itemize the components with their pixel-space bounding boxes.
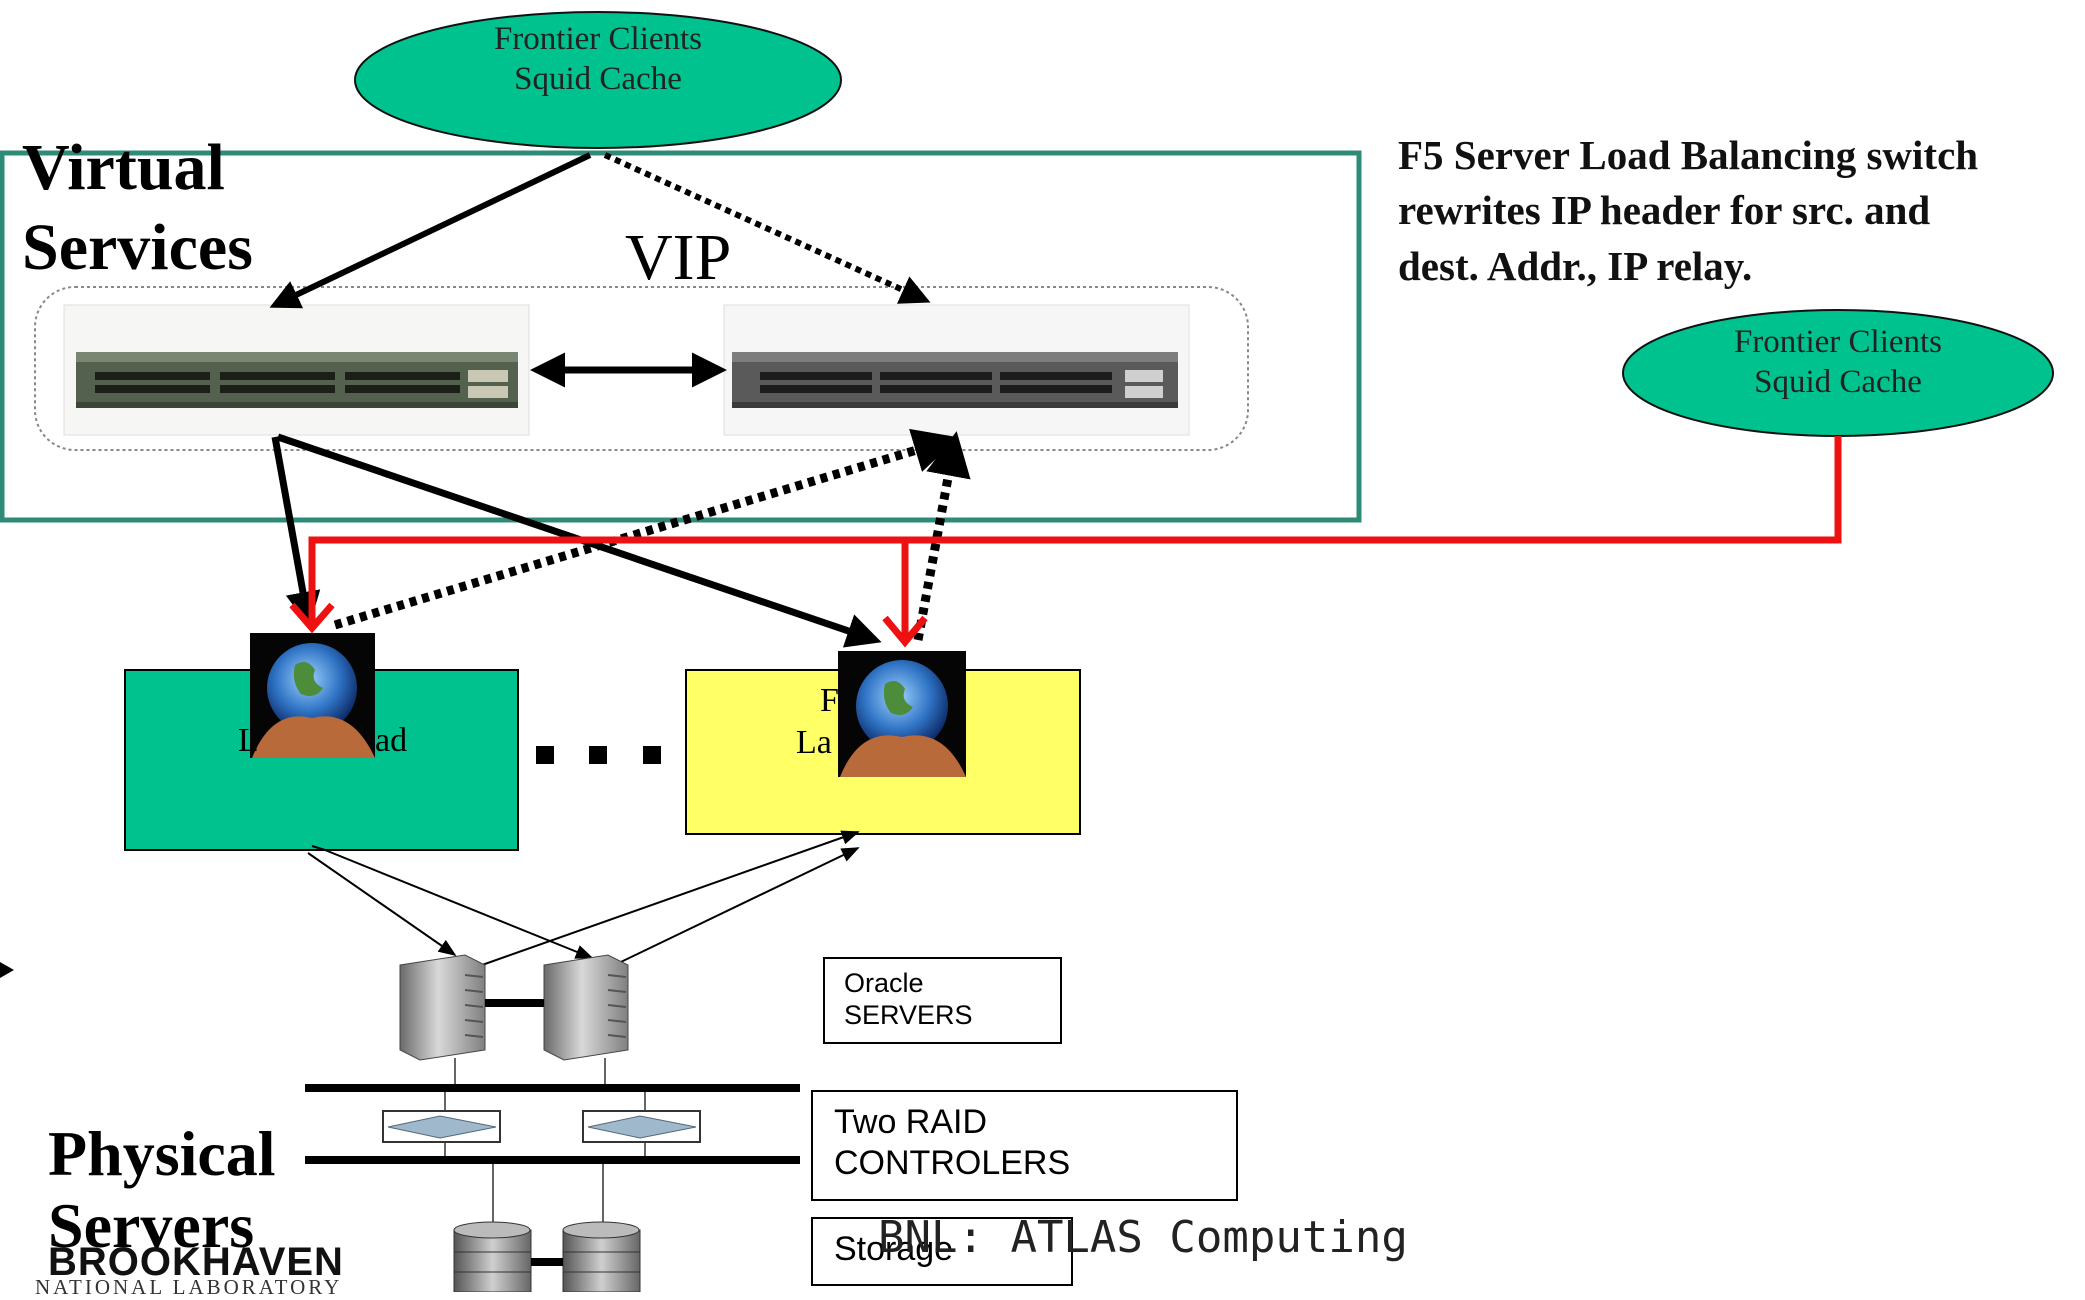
switch-to-server-arrow bbox=[271, 436, 321, 627]
yellow-box-text-left: La bbox=[796, 724, 832, 761]
physical-servers-title: Physical Servers bbox=[48, 1122, 276, 1258]
disk-storage-icon bbox=[562, 1221, 641, 1292]
f5-note-line2: rewrites IP header for src. and bbox=[1398, 187, 1931, 234]
oracle-label: Oracle SERVERS bbox=[844, 967, 973, 1032]
storage-label: Storage bbox=[834, 1230, 954, 1268]
disk-storage-icon bbox=[453, 1221, 532, 1292]
top-client-label: Frontier Clients Squid Cache bbox=[398, 20, 798, 99]
left-edge-arrow-icon bbox=[0, 962, 14, 978]
virtual-services-frame bbox=[0, 150, 1362, 523]
client-to-switch-arrow bbox=[269, 152, 592, 309]
top-client-line2: Squid Cache bbox=[514, 60, 682, 97]
yellow-box-text-top: F bbox=[820, 682, 839, 719]
server-to-switch-dotted-arrow bbox=[333, 428, 959, 630]
footer-title: BNL: ATLAS Computing bbox=[878, 1212, 1408, 1263]
green-box-text-right: ad bbox=[375, 722, 408, 759]
brookhaven-logo: BROOKHAVEN bbox=[48, 1240, 344, 1284]
right-client-label: Frontier Clients Squid Cache bbox=[1638, 323, 2038, 402]
right-client-line1: Frontier Clients bbox=[1733, 324, 1943, 360]
globe-in-hands-icon bbox=[838, 651, 966, 777]
raid-label-line2: CONTROLERS bbox=[834, 1143, 1071, 1182]
network-switch-icon bbox=[63, 304, 530, 436]
database-server-icon bbox=[543, 954, 629, 1061]
physical-servers-line2: Servers bbox=[48, 1190, 255, 1261]
server-to-db-arrow bbox=[307, 852, 457, 957]
brookhaven-logo-subtitle: NATIONAL LABORATORY bbox=[35, 1275, 343, 1299]
oracle-label-line1: Oracle bbox=[844, 968, 924, 998]
raid-label-line1: Two RAID bbox=[834, 1103, 988, 1141]
db-to-server-arrow bbox=[599, 847, 860, 973]
globe-in-hands-icon bbox=[250, 633, 375, 758]
db-to-server-arrow bbox=[467, 830, 860, 971]
raid-label-box bbox=[811, 1090, 1238, 1201]
right-client-line2: Squid Cache bbox=[1754, 363, 1922, 400]
database-server-icon bbox=[399, 954, 486, 1061]
f5-note-line3: dest. Addr., IP relay. bbox=[1398, 242, 1753, 289]
virtual-services-line1: Virtual bbox=[22, 131, 225, 204]
f5-note-line1: F5 Server Load Balancing switch bbox=[1398, 132, 1979, 178]
green-box-text-left: L bbox=[238, 722, 259, 759]
raid-controller-icon bbox=[382, 1110, 501, 1143]
oracle-label-box bbox=[823, 957, 1062, 1044]
server-to-db-arrow bbox=[324, 849, 594, 959]
top-client-line1: Frontier Clients bbox=[493, 21, 703, 57]
vip-group-outline bbox=[34, 286, 1249, 451]
more-servers-ellipsis bbox=[536, 746, 661, 764]
virtual-services-line2: Services bbox=[22, 211, 253, 284]
client-to-switch-backup-arrow bbox=[603, 152, 931, 304]
physical-servers-line1: Physical bbox=[48, 1118, 276, 1189]
f5-description: F5 Server Load Balancing switch rewrites… bbox=[1398, 128, 2078, 294]
vip-label: VIP bbox=[625, 221, 732, 294]
network-switch-icon bbox=[723, 304, 1190, 436]
top-client-ellipse bbox=[354, 11, 842, 149]
storage-label-box bbox=[811, 1217, 1073, 1286]
oracle-label-line2: SERVERS bbox=[844, 1000, 973, 1031]
red-client-path bbox=[308, 436, 1842, 628]
virtual-services-title: Virtual Services bbox=[22, 135, 253, 281]
server-to-switch-dotted-arrow bbox=[913, 431, 971, 641]
raid-controller-icon bbox=[582, 1110, 701, 1143]
raid-label: Two RAID CONTROLERS bbox=[834, 1102, 1070, 1184]
